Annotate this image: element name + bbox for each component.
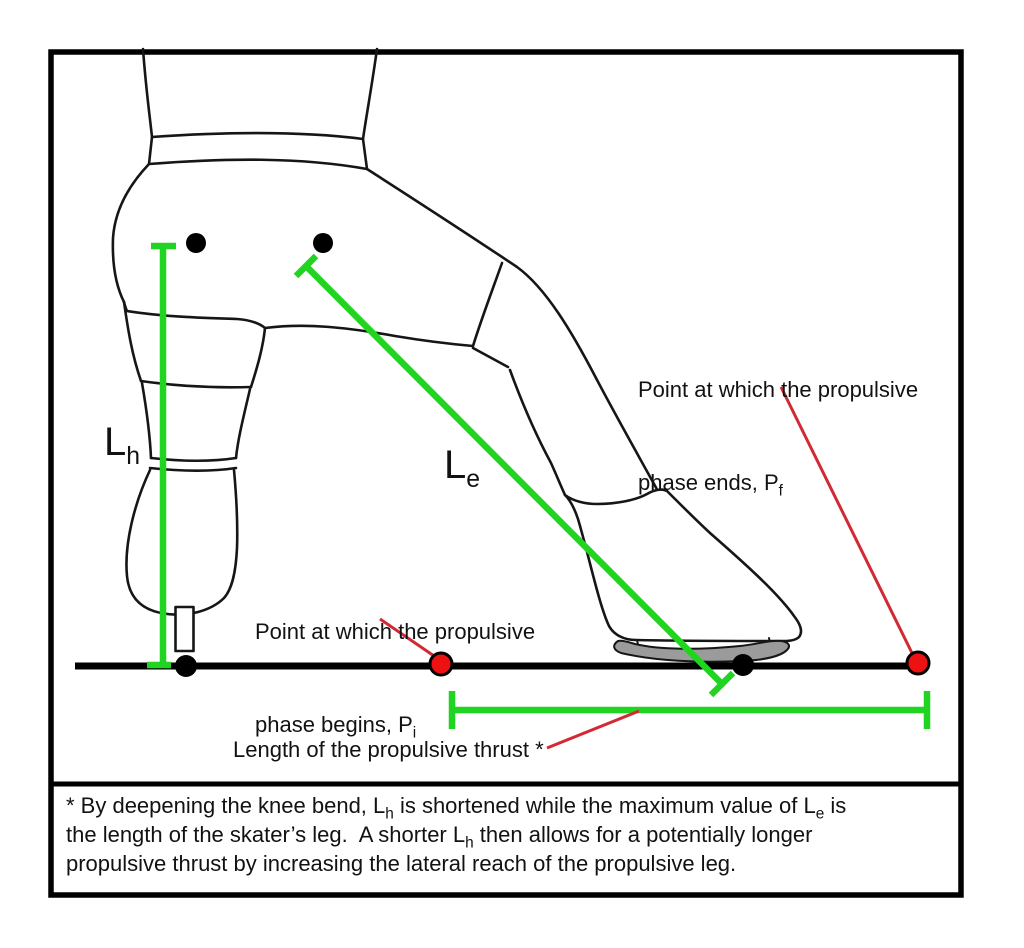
lh-label: Lh [104,420,140,469]
footnote-line3: propulsive thrust by increasing the late… [66,851,737,876]
left-calf-inner-edge [234,387,252,460]
ground-dot-right [732,654,754,676]
end-annotation: Point at which the propulsive phase ends… [638,312,918,560]
le-label-sub: e [466,466,481,493]
left-blade-holder [174,605,195,653]
left-thigh-outer-edge [122,300,143,383]
footnote-line1-seg3: is [824,793,847,818]
torso-left-edge [141,47,154,166]
le-tee-bottom [708,670,736,698]
end-annotation-line2-text: phase ends, P [638,470,779,495]
right-shorts-hem [471,261,504,348]
hip-dot-right [313,233,333,253]
begin-annotation: Point at which the propulsive phase begi… [255,554,535,802]
pi-pointer-line [379,617,438,660]
le-label-main: L [444,443,467,487]
left-hip-edge [111,162,151,304]
footnote-line2: the length of the skater’s leg. A shorte… [66,820,846,852]
end-annotation-line2: phase ends, Pf [638,467,918,500]
footnote-block: * By deepening the knee bend, Lh is shor… [66,791,846,878]
red-dots [428,650,931,677]
le-tee-top [293,253,319,279]
right-leg-outer-edge [365,167,661,495]
shorts-bottom-edge [263,324,475,348]
begin-annotation-line2: phase begins, Pi [255,709,535,742]
left-boot-outline [125,468,239,616]
footnote-line1-seg2: is shortened while the maximum value of … [393,793,816,818]
thrust-annotation: Length of the propulsive thrust * [233,737,544,762]
right-boot-outline [563,488,803,643]
le-measure-line [303,263,725,687]
footnote-line1-sub2: e [815,805,825,823]
begin-annotation-line1: Point at which the propulsive [255,619,536,644]
pf-dot [905,650,931,676]
waistband-upper-line [150,131,365,141]
pi-dot [428,651,454,677]
right-sock-top-jog [471,346,510,369]
black-dots [175,233,754,677]
ground-dot-left [175,655,197,677]
skater-outline [111,47,803,653]
lh-label-sub: h [126,443,141,470]
outer-box-border [48,49,964,898]
skate-blade [613,639,790,663]
footnote-line2-seg2: then allows for a potentially longer [473,822,813,847]
le-label: Le [444,443,480,492]
left-thigh-inner-edge [249,326,267,389]
end-annotation-line2-sub: f [778,482,783,500]
footnote-line1-seg1: * By deepening the knee bend, L [66,793,386,818]
left-shorts-hem [122,300,267,330]
hip-dot-left [186,233,206,253]
footnote-line2-sub1: h [465,834,474,852]
left-knee-line [139,379,253,389]
waistband-lower-line [147,158,369,171]
pf-pointer-line [779,386,914,654]
end-annotation-line1: Point at which the propulsive [638,377,919,402]
footnote-line1: * By deepening the knee bend, Lh is shor… [66,791,847,823]
footnote-line1-sub1: h [385,805,394,823]
red-pointer-lines [379,386,914,750]
begin-annotation-line2-sub: i [412,724,417,742]
thrust-pointer-line [546,709,640,750]
left-sock-band-upper [149,456,238,462]
lh-label-main: L [104,420,127,464]
begin-annotation-line2-text: phase begins, P [255,712,413,737]
torso-right-edge [361,47,379,171]
left-sock-band-lower [148,466,238,472]
left-calf-outer-edge [140,381,153,460]
footnote-line2-seg1: the length of the skater’s leg. A shorte… [66,822,466,847]
green-measurement-lines [147,242,931,729]
right-calf-inner-edge [508,368,567,497]
